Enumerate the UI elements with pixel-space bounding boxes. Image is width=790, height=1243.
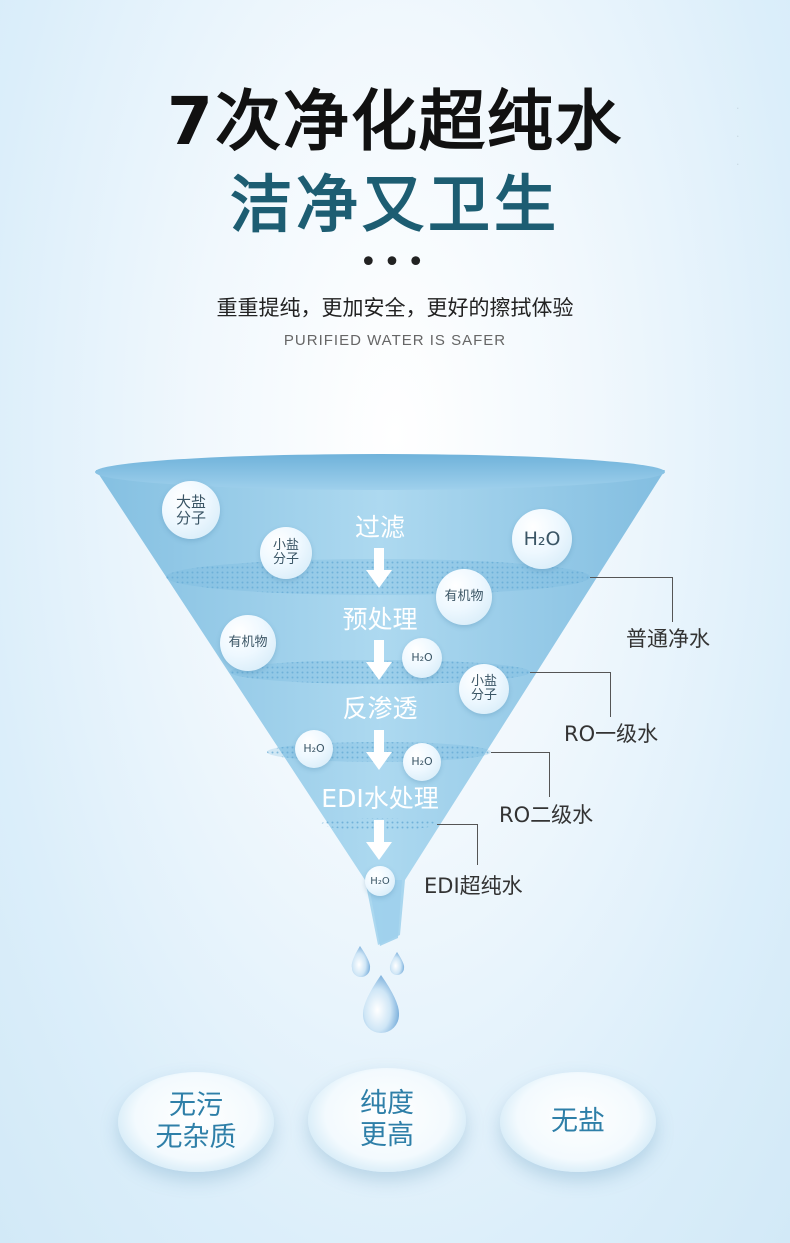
leader-line-1 bbox=[590, 577, 673, 622]
bubble-small-salt-molecule: 小盐分子 bbox=[459, 664, 509, 714]
leader-line-4 bbox=[437, 824, 478, 865]
outflow-stream bbox=[368, 880, 402, 946]
stage-label-reverse-osmosis: 反渗透 bbox=[342, 694, 418, 723]
down-arrow-icon bbox=[366, 730, 392, 770]
title-dots-divider: ••• bbox=[359, 245, 431, 280]
water-droplet-small-left bbox=[351, 946, 371, 977]
leader-line-2 bbox=[530, 672, 611, 717]
funnel-top-ellipse bbox=[95, 454, 665, 490]
bubble-small-salt-molecule: 小盐分子 bbox=[260, 527, 312, 579]
feature-line: 无杂质 bbox=[155, 1122, 237, 1153]
bubble-water-molecule: H₂O bbox=[402, 638, 442, 678]
feature-badge-salt-free: 无盐 bbox=[500, 1072, 656, 1172]
bubble-water-molecule: H₂O bbox=[403, 743, 441, 781]
down-arrow-icon bbox=[366, 820, 392, 860]
output-label-purified-water: 普通净水 bbox=[626, 627, 710, 651]
feature-badge-no-impurities: 无污 无杂质 bbox=[118, 1072, 274, 1172]
output-label-edi-ultrapure: EDI超纯水 bbox=[424, 874, 523, 898]
feature-badge-higher-purity: 纯度 更高 bbox=[308, 1068, 466, 1172]
bubble-water-molecule: H₂O bbox=[295, 730, 333, 768]
stage-label-edi: EDI水处理 bbox=[321, 784, 439, 813]
subtitle-english: PURIFIED WATER IS SAFER bbox=[283, 332, 507, 349]
down-arrow-icon bbox=[366, 548, 392, 588]
bubble-organic-matter: 有机物 bbox=[436, 569, 492, 625]
title-line-1: 7次净化超纯水 bbox=[167, 83, 623, 160]
feature-line: 无盐 bbox=[551, 1106, 605, 1137]
bubble-water-molecule: H₂O bbox=[365, 866, 395, 896]
leader-line-3 bbox=[491, 752, 550, 797]
title-line-2: 洁净又卫生 bbox=[229, 168, 560, 241]
bubble-organic-matter: 有机物 bbox=[220, 615, 276, 671]
side-decoration: ··· bbox=[736, 102, 740, 171]
stage-label-pretreatment: 预处理 bbox=[342, 605, 418, 634]
water-droplet-large bbox=[362, 975, 400, 1033]
subtitle: 重重提纯，更加安全，更好的擦拭体验 bbox=[216, 296, 574, 320]
output-label-ro-level-1: RO一级水 bbox=[564, 722, 659, 746]
feature-line: 无污 bbox=[169, 1090, 223, 1121]
feature-line: 更高 bbox=[360, 1120, 414, 1151]
stage-label-filter: 过滤 bbox=[354, 513, 405, 542]
bubble-water-molecule: H₂O bbox=[512, 509, 572, 569]
water-droplet-small-right bbox=[389, 952, 405, 975]
output-label-ro-level-2: RO二级水 bbox=[499, 803, 594, 827]
feature-line: 纯度 bbox=[360, 1088, 414, 1119]
down-arrow-icon bbox=[366, 640, 392, 680]
bubble-large-salt-molecule: 大盐分子 bbox=[162, 481, 220, 539]
